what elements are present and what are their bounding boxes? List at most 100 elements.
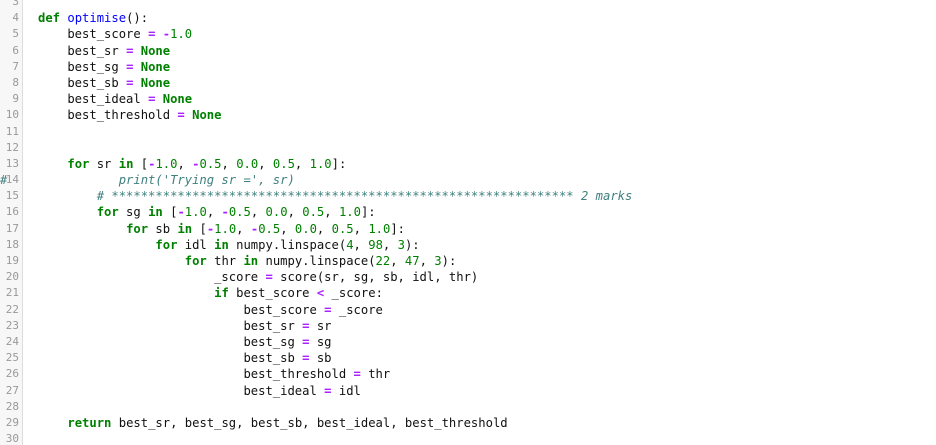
code-token bbox=[38, 222, 126, 236]
code-token: score(sr, sg, sb, idl, thr) bbox=[272, 270, 479, 285]
code-line[interactable]: 13 for sr in [-1.0, -0.5, 0.0, 0.5, 1.0]… bbox=[0, 156, 936, 172]
code-token: best_score bbox=[38, 27, 149, 42]
code-line[interactable]: 14# print('Trying sr =', sr) bbox=[0, 172, 936, 188]
code-line[interactable]: 5 best_score = -1.0 bbox=[0, 26, 936, 42]
code-token: = bbox=[126, 59, 134, 74]
code-line[interactable]: 30 bbox=[0, 431, 936, 445]
code-token: in bbox=[214, 237, 229, 252]
code-token: , bbox=[280, 221, 295, 236]
code-line[interactable]: 20 _score = score(sr, sg, sb, idl, thr) bbox=[0, 269, 936, 285]
code-token: 1.0 bbox=[214, 221, 237, 236]
code-token: sg bbox=[118, 205, 149, 220]
code-token: idl bbox=[177, 237, 215, 252]
code-token bbox=[38, 254, 185, 268]
code-line[interactable]: 26 best_threshold = thr bbox=[0, 366, 936, 382]
code-token: 0.5 bbox=[199, 156, 222, 171]
code-line[interactable]: 27 best_ideal = idl bbox=[0, 383, 936, 399]
code-token: ): bbox=[441, 254, 457, 268]
code-line[interactable]: 24 best_sg = sg bbox=[0, 334, 936, 350]
code-text: print('Trying sr =', sr) bbox=[38, 172, 295, 188]
code-token: in bbox=[148, 205, 163, 220]
code-token: None bbox=[140, 59, 171, 74]
code-line[interactable]: 3 bbox=[0, 0, 936, 10]
line-number: 28 bbox=[5, 399, 19, 413]
code-line[interactable]: 15 # ***********************************… bbox=[0, 188, 936, 204]
line-number: 27 bbox=[5, 383, 19, 397]
code-token bbox=[185, 108, 192, 122]
code-token: sr bbox=[89, 156, 119, 171]
code-line[interactable]: 7 best_sg = None bbox=[0, 59, 936, 75]
line-number: 30 bbox=[5, 432, 19, 445]
code-token: numpy.linspace( bbox=[228, 237, 347, 252]
code-token: , bbox=[382, 237, 398, 252]
code-line[interactable]: 18 for idl in numpy.linspace(4, 98, 3): bbox=[0, 237, 936, 253]
code-line[interactable]: 19 for thr in numpy.linspace(22, 47, 3): bbox=[0, 253, 936, 269]
code-token: optimise bbox=[67, 11, 127, 26]
line-number: 29 bbox=[5, 415, 19, 429]
code-line[interactable]: 12 bbox=[0, 140, 936, 156]
code-token: in bbox=[118, 156, 134, 171]
code-line[interactable]: 29 return best_sr, best_sg, best_sb, bes… bbox=[0, 415, 936, 431]
line-number: 10 bbox=[5, 108, 19, 122]
code-token: = bbox=[148, 92, 156, 107]
code-token: - bbox=[206, 221, 215, 236]
code-line[interactable]: 25 best_sb = sb bbox=[0, 350, 936, 366]
line-number: 13 bbox=[5, 156, 19, 170]
line-number: 9 bbox=[12, 92, 19, 106]
code-line[interactable]: 16 for sg in [-1.0, -0.5, 0.0, 0.5, 1.0]… bbox=[0, 204, 936, 220]
line-number: 26 bbox=[5, 367, 19, 381]
line-number: 21 bbox=[5, 286, 19, 300]
code-token: best_sg bbox=[38, 334, 303, 349]
code-token: = bbox=[324, 383, 332, 398]
code-token: 3 bbox=[397, 237, 405, 252]
code-token: 0.5 bbox=[228, 205, 251, 220]
code-text: best_threshold = thr bbox=[38, 366, 390, 382]
code-text: best_sb = sb bbox=[38, 350, 331, 366]
code-line[interactable]: 22 best_score = _score bbox=[0, 302, 936, 318]
code-token: sb bbox=[148, 221, 178, 236]
code-token: , bbox=[287, 205, 303, 220]
line-number: 16 bbox=[5, 205, 19, 219]
code-token: idl bbox=[331, 383, 361, 398]
code-token: , bbox=[221, 156, 237, 171]
code-token: best_sr bbox=[38, 43, 127, 58]
code-token: < bbox=[316, 286, 325, 301]
code-text: # **************************************… bbox=[38, 188, 633, 204]
code-line[interactable]: 21 if best_score < _score: bbox=[0, 285, 936, 301]
code-token: = bbox=[148, 27, 156, 42]
code-token: return bbox=[67, 415, 112, 430]
code-token: = bbox=[302, 334, 310, 349]
code-line[interactable]: 17 for sb in [-1.0, -0.5, 0.0, 0.5, 1.0]… bbox=[0, 221, 936, 237]
code-line[interactable]: 6 best_sr = None bbox=[0, 43, 936, 59]
code-token: thr bbox=[206, 254, 244, 268]
code-token: , bbox=[258, 156, 273, 171]
code-line[interactable]: 28 bbox=[0, 399, 936, 415]
code-line[interactable]: 10 best_threshold = None bbox=[0, 107, 936, 123]
code-token: - bbox=[192, 156, 200, 171]
code-line[interactable]: 8 best_sb = None bbox=[0, 75, 936, 91]
code-token: 0.5 bbox=[331, 221, 354, 236]
code-token: 1.0 bbox=[309, 156, 332, 171]
code-line[interactable]: 9 best_ideal = None bbox=[0, 91, 936, 107]
code-token: = bbox=[126, 43, 134, 58]
line-number: 23 bbox=[5, 318, 19, 332]
code-token: 1.0 bbox=[155, 156, 178, 171]
code-token bbox=[155, 27, 162, 41]
code-token: ]: bbox=[360, 205, 376, 220]
code-token: , bbox=[353, 221, 369, 236]
code-token: for bbox=[155, 237, 178, 252]
code-line[interactable]: 23 best_sr = sr bbox=[0, 318, 936, 334]
line-number: 19 bbox=[5, 254, 19, 267]
code-token bbox=[38, 416, 67, 430]
code-token: 1.0 bbox=[368, 221, 391, 236]
code-token: best_ideal bbox=[38, 383, 325, 398]
code-token: [ bbox=[162, 205, 178, 220]
code-token: 0.5 bbox=[302, 205, 325, 220]
code-line[interactable]: 11 bbox=[0, 124, 936, 140]
code-token: 1.0 bbox=[184, 205, 207, 220]
code-token: , bbox=[419, 254, 435, 268]
code-text: for sr in [-1.0, -0.5, 0.0, 0.5, 1.0]: bbox=[38, 156, 346, 172]
